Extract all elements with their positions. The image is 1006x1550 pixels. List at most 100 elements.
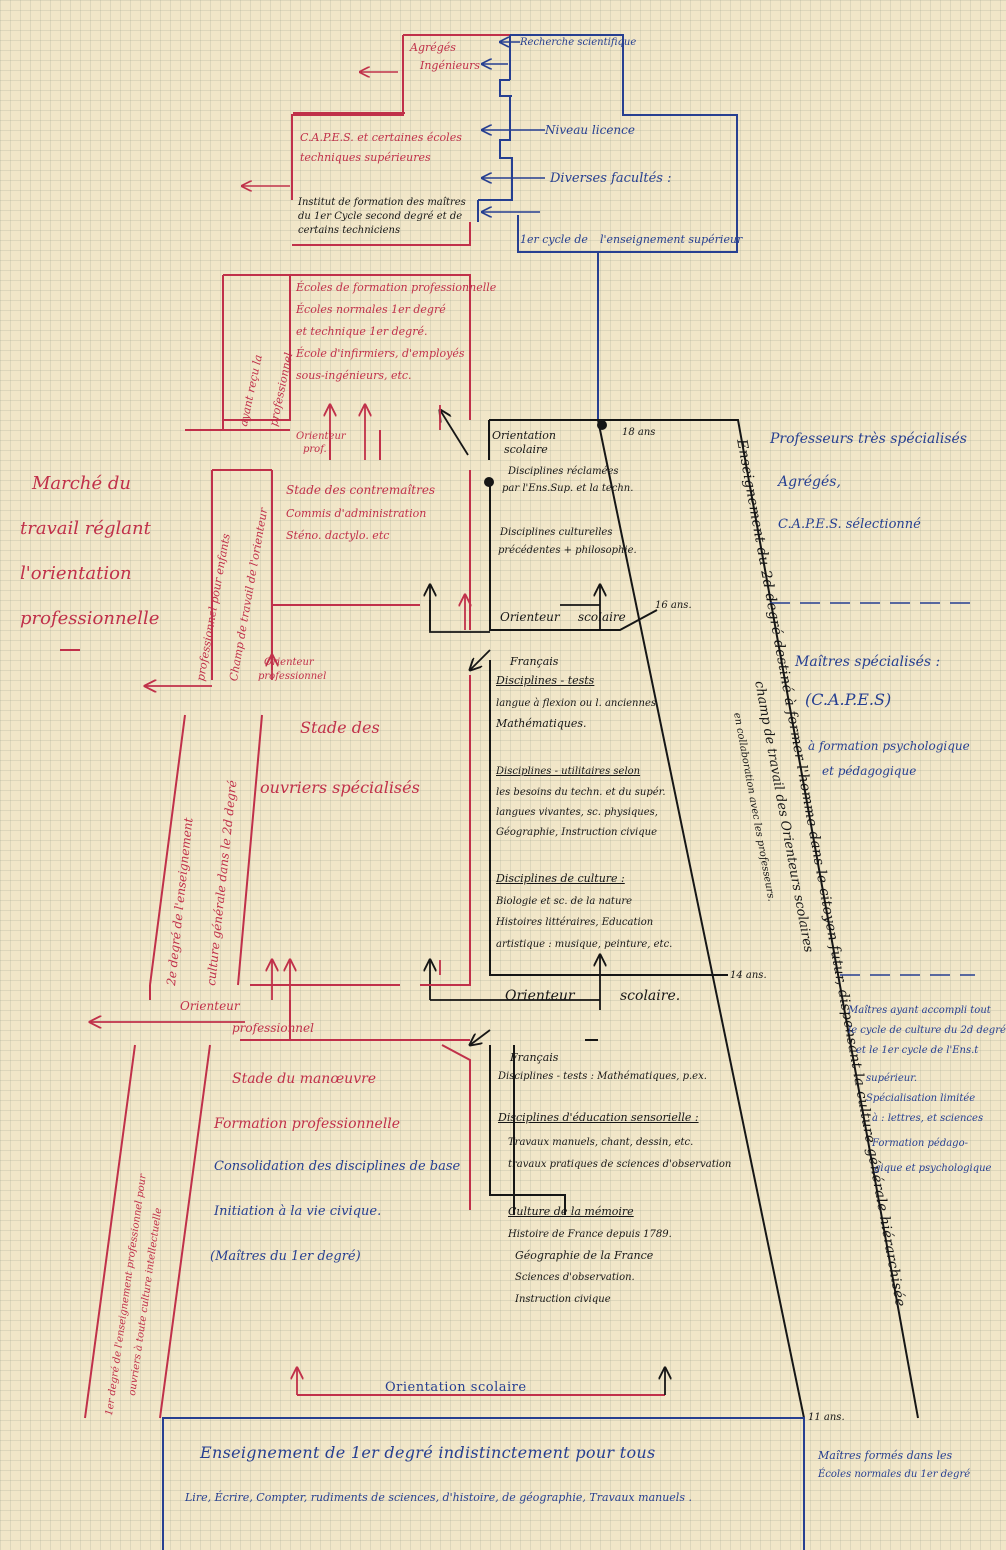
- maitres-line-1: Maîtres ayant accompli tout: [848, 1005, 991, 1016]
- col1816-l4: précédentes + philosophie.: [498, 545, 637, 556]
- maitres-line-2: le cycle de culture du 2d degré: [848, 1025, 1006, 1036]
- col1411-l10: Instruction civique: [515, 1294, 611, 1305]
- maitres-line-7: Formation pédago-: [872, 1138, 968, 1149]
- ingenieurs-label: Ingénieurs: [420, 59, 481, 72]
- maitres-specialises: Maîtres spécialisés :: [795, 654, 941, 670]
- col1614-l2: Disciplines - tests: [496, 674, 595, 687]
- orientation-scolaire-top: Orientation: [492, 429, 557, 442]
- right-agreges: Agrégés,: [778, 474, 841, 490]
- contremaitres-line-2: Commis d'administration: [286, 507, 427, 520]
- top-blue-outline: [477, 34, 738, 420]
- manoeuvre-line-5: (Maîtres du 1er degré): [210, 1249, 361, 1264]
- maitres-line-8: gique et psychologique: [874, 1163, 992, 1174]
- diverses-facultes-label: Diverses facultés :: [550, 171, 672, 186]
- manoeuvre-line-4: Initiation à la vie civique.: [214, 1204, 382, 1219]
- col1411-l7: Histoire de France depuis 1789.: [508, 1229, 672, 1240]
- capes-label: C.A.P.E.S. et certaines écoles: [300, 131, 462, 144]
- manoeuvre-line-3: Consolidation des disciplines de base: [214, 1159, 461, 1174]
- manoeuvre-line-2: Formation professionnelle: [214, 1116, 401, 1132]
- black-arrows: [430, 410, 650, 1045]
- col1614-l11: Histoires littéraires, Education: [496, 917, 654, 928]
- prof-specialises: Professeurs très spécialisés: [770, 431, 967, 447]
- junction-dot: [484, 477, 494, 487]
- professionnel-mid: professionnel: [258, 671, 327, 682]
- orienteur-scolaire-mid: Orienteur: [500, 610, 560, 624]
- orienteur-prof-top-2: prof.: [303, 444, 327, 455]
- manoeuvre-line-1: Stade du manœuvre: [232, 1071, 377, 1087]
- col1816-l3: Disciplines culturelles: [500, 527, 613, 538]
- scolaire-mid: scolaire: [578, 610, 626, 624]
- col1614-l3: langue à flexion ou l. anciennes: [496, 698, 656, 709]
- orienteur-prof-mid: Orienteur: [264, 657, 314, 668]
- col1411-l9: Sciences d'observation.: [515, 1272, 635, 1283]
- top-red-outline: [291, 34, 510, 246]
- maitres-line-4: supérieur.: [866, 1073, 918, 1084]
- enseignement-sup-label: l'enseignement supérieur: [600, 233, 743, 246]
- ouvriers-line-2: ouvriers spécialisés: [260, 778, 420, 797]
- age-11: 11 ans.: [808, 1412, 845, 1423]
- col1411-l6: Culture de la mémoire: [508, 1205, 634, 1218]
- orienteur-prof-top: Orienteur: [296, 431, 346, 442]
- col1411-l3: Disciplines d'éducation sensorielle :: [498, 1111, 699, 1124]
- bottom-box-title: Enseignement de 1er degré indistinctemen…: [200, 1443, 656, 1462]
- col1614-l9: Disciplines de culture :: [496, 872, 625, 885]
- maitres-line-3: et le 1er cycle de l'Ens.t: [856, 1045, 979, 1056]
- techniques-label: techniques supérieures: [300, 151, 431, 164]
- ecoles-line-2: Écoles normales 1er degré: [296, 303, 446, 316]
- col1816-l1: Disciplines réclamées: [508, 466, 619, 477]
- et-pedagogique: et pédagogique: [822, 764, 917, 778]
- ecoles-line-5: sous-ingénieurs, etc.: [296, 369, 412, 382]
- marche-line-4: professionnelle: [20, 608, 160, 629]
- orientation-scolaire-bottom: Orientation scolaire: [385, 1380, 527, 1395]
- contremaitres-line-1: Stade des contremaîtres: [286, 483, 436, 497]
- ecoles-line-1: Écoles de formation professionnelle: [296, 281, 497, 294]
- age-18: 18 ans: [622, 427, 656, 438]
- orienteur-prof-low: Orienteur: [180, 999, 240, 1013]
- col1411-l8: Géographie de la France: [515, 1249, 654, 1262]
- professionnel-low: professionnel: [232, 1021, 314, 1035]
- junction-dot-top: [597, 420, 607, 430]
- manoeuvre-outline: [84, 1044, 665, 1419]
- niveau-licence-label: Niveau licence: [545, 123, 635, 137]
- marche-line-2: travail réglant: [20, 518, 151, 539]
- ouvriers-line-1: Stade des: [300, 718, 380, 737]
- institut-line-2: du 1er Cycle second degré et de: [298, 211, 463, 222]
- col1614-l10: Biologie et sc. de la nature: [496, 896, 633, 907]
- col1614-l1: Français: [510, 655, 559, 668]
- maitres-line-6: à : lettres, et sciences: [872, 1113, 984, 1124]
- col1614-l4: Mathématiques.: [496, 717, 587, 730]
- col1816-l2: par l'Ens.Sup. et la techn.: [502, 483, 634, 494]
- institut-line-3: certains techniciens: [298, 225, 401, 236]
- age-14: 14 ans.: [730, 970, 767, 981]
- col1614-l8: Géographie, Instruction civique: [496, 827, 658, 838]
- dashed-separators: [770, 602, 975, 976]
- formation-psycho: à formation psychologique: [808, 739, 970, 753]
- bottom-arrows: [297, 1368, 665, 1395]
- scolaire-top: scolaire: [504, 443, 548, 456]
- marche-line-3: l'orientation: [20, 563, 132, 584]
- marche-line-1: Marché du: [32, 473, 131, 494]
- col1614-l12: artistique : musique, peinture, etc.: [496, 939, 673, 950]
- top-arrows: [242, 42, 545, 212]
- contremaitres-arrows: [145, 405, 465, 686]
- premier-cycle-label: 1er cycle de: [520, 233, 588, 246]
- ouvriers-outline: [149, 675, 471, 1041]
- maitres-formes: Maîtres formés dans les: [818, 1449, 953, 1462]
- col1614-l7: langues vivantes, sc. physiques,: [496, 807, 658, 818]
- maitres-line-5: Spécialisation limitée: [866, 1093, 976, 1104]
- age-16: 16 ans.: [655, 600, 692, 611]
- contremaitres-line-3: Sténo. dactylo. etc: [286, 529, 390, 542]
- ecoles-normales: Écoles normales du 1er degré: [818, 1469, 971, 1480]
- capes-paren: (C.A.P.E.S): [805, 690, 892, 709]
- institut-line-1: Institut de formation des maîtres: [298, 197, 466, 208]
- col1411-l1: Français: [510, 1051, 559, 1064]
- ecoles-line-3: et technique 1er degré.: [296, 325, 428, 338]
- bottom-box-subtitle: Lire, Écrire, Compter, rudiments de scie…: [185, 1491, 692, 1504]
- agreges-label: Agrégés: [410, 41, 456, 54]
- col1411-l2: Disciplines - tests : Mathématiques, p.e…: [498, 1071, 707, 1082]
- bottom-box-outline: [162, 1417, 805, 1550]
- col1614-l6: les besoins du techn. et du supér.: [496, 787, 666, 798]
- col1614-l5: Disciplines - utilitaires selon: [496, 766, 641, 777]
- ouvriers-arrows: [90, 960, 441, 1022]
